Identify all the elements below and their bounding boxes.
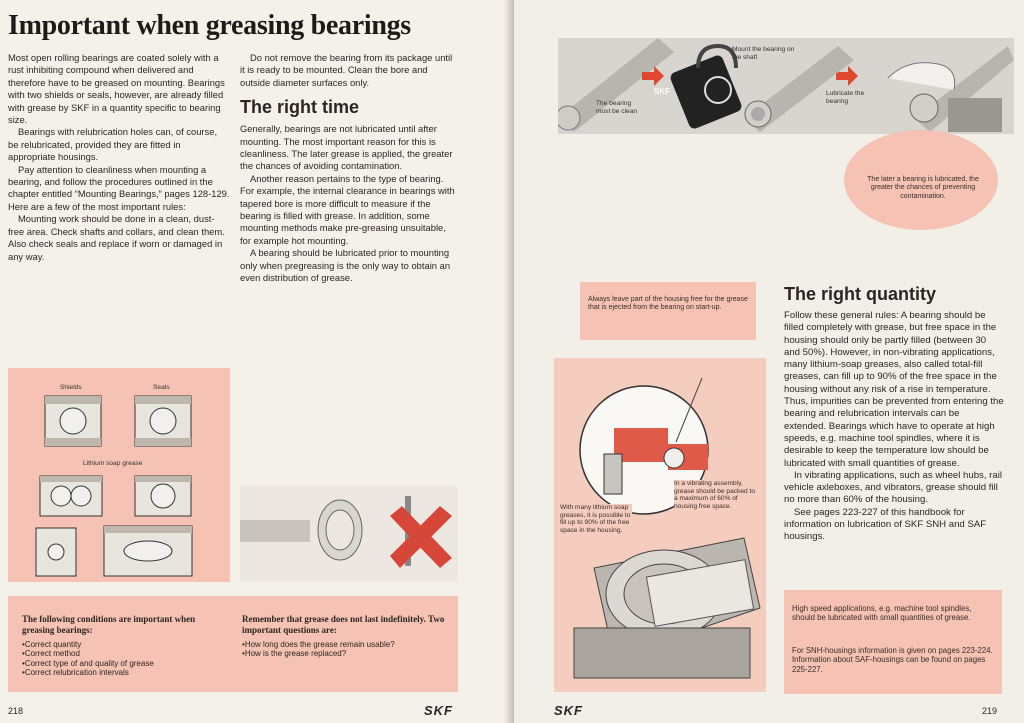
bearing-types-figure: Shields Seals Lithium soap grease <box>8 368 230 582</box>
paragraph: In vibrating applications, such as wheel… <box>784 469 1002 506</box>
skf-logo: SKF <box>554 703 583 718</box>
list-item: Correct quantity <box>22 640 222 649</box>
conditions-list: The following conditions are important w… <box>22 614 222 678</box>
mounting-sequence-drawing <box>558 38 1014 132</box>
note-box: High speed applications, e.g. machine to… <box>784 590 1002 694</box>
housing-callout: Always leave part of the housing free fo… <box>580 282 756 340</box>
paragraph: Bearings with relubrication holes can, o… <box>8 126 218 163</box>
bearing-ring-drawing <box>240 496 452 568</box>
mounting-sequence-figure: The bearing must be clean Mount the bear… <box>558 38 1014 134</box>
figure-label: Seals <box>153 384 170 391</box>
paragraph: See pages 223-227 of this handbook for i… <box>784 506 987 543</box>
housing-figure: In a vibrating assembly, grease should b… <box>554 358 766 692</box>
list-item: Correct type of and quality of grease <box>22 659 222 668</box>
figure-label: Lithium soap grease <box>83 460 143 467</box>
figure-label: Lubricate the bearing <box>826 90 865 105</box>
note-text: High speed applications, e.g. machine to… <box>792 604 972 623</box>
paragraph: Generally, bearings are not lubricated u… <box>240 123 453 172</box>
list-item: Correct method <box>22 649 222 658</box>
page-number: 218 <box>8 706 24 716</box>
section-heading: The right quantity <box>784 284 936 304</box>
callout-text: The later a bearing is lubricated, the g… <box>867 176 979 200</box>
bearing-sections-drawing <box>35 395 193 577</box>
questions-list: Remember that grease does not last indef… <box>242 614 452 659</box>
quantity-section: The right quantity Follow these general … <box>784 284 1004 544</box>
paragraph: Follow these general rules: A bearing sh… <box>784 310 1004 469</box>
skf-logo: SKF <box>424 703 453 718</box>
left-page: Important when greasing bearings Most op… <box>0 0 510 723</box>
right-column-text: Do not remove the bearing from its packa… <box>240 52 458 285</box>
paragraph: Pay attention to cleanliness when mounti… <box>8 163 230 212</box>
vibrating-label: In a vibrating assembly, grease should b… <box>674 480 756 511</box>
section-heading: The right time <box>240 97 360 118</box>
paragraph: Mounting work should be done in a clean,… <box>8 213 225 262</box>
left-column-text: Most open rolling bearings are coated so… <box>8 52 230 263</box>
conditions-heading: The following conditions are important w… <box>22 614 196 635</box>
skf-package-label: SKF <box>654 87 670 96</box>
conditions-box: The following conditions are important w… <box>8 596 458 692</box>
right-page: The bearing must be clean Mount the bear… <box>514 0 1024 723</box>
bearing-ring-figure <box>240 486 458 582</box>
page-title: Important when greasing bearings <box>8 10 411 41</box>
figure-label: Mount the bearing on the shaft <box>732 46 795 61</box>
list-item: How long does the grease remain usable? <box>242 640 452 649</box>
paragraph: Do not remove the bearing from its packa… <box>240 52 453 88</box>
paragraph: A bearing should be lubricated prior to … <box>240 247 451 284</box>
page-number: 219 <box>982 706 998 716</box>
questions-heading: Remember that grease does not last indef… <box>242 614 445 635</box>
list-item: How is the grease replaced? <box>242 649 452 658</box>
figure-label: Shields <box>60 384 82 391</box>
paragraph: Another reason pertains to the type of b… <box>240 172 455 246</box>
callout-text: Always leave part of the housing free fo… <box>588 296 748 312</box>
lithium-label: With many lithium soap greases, it is po… <box>560 504 632 535</box>
list-item: Correct relubrication intervals <box>22 668 222 677</box>
note-text: For SNH-housings information is given on… <box>792 646 993 674</box>
paragraph: Most open rolling bearings are coated so… <box>8 52 225 126</box>
figure-label: The bearing must be clean <box>596 100 638 115</box>
contamination-callout: The later a bearing is lubricated, the g… <box>844 130 998 230</box>
